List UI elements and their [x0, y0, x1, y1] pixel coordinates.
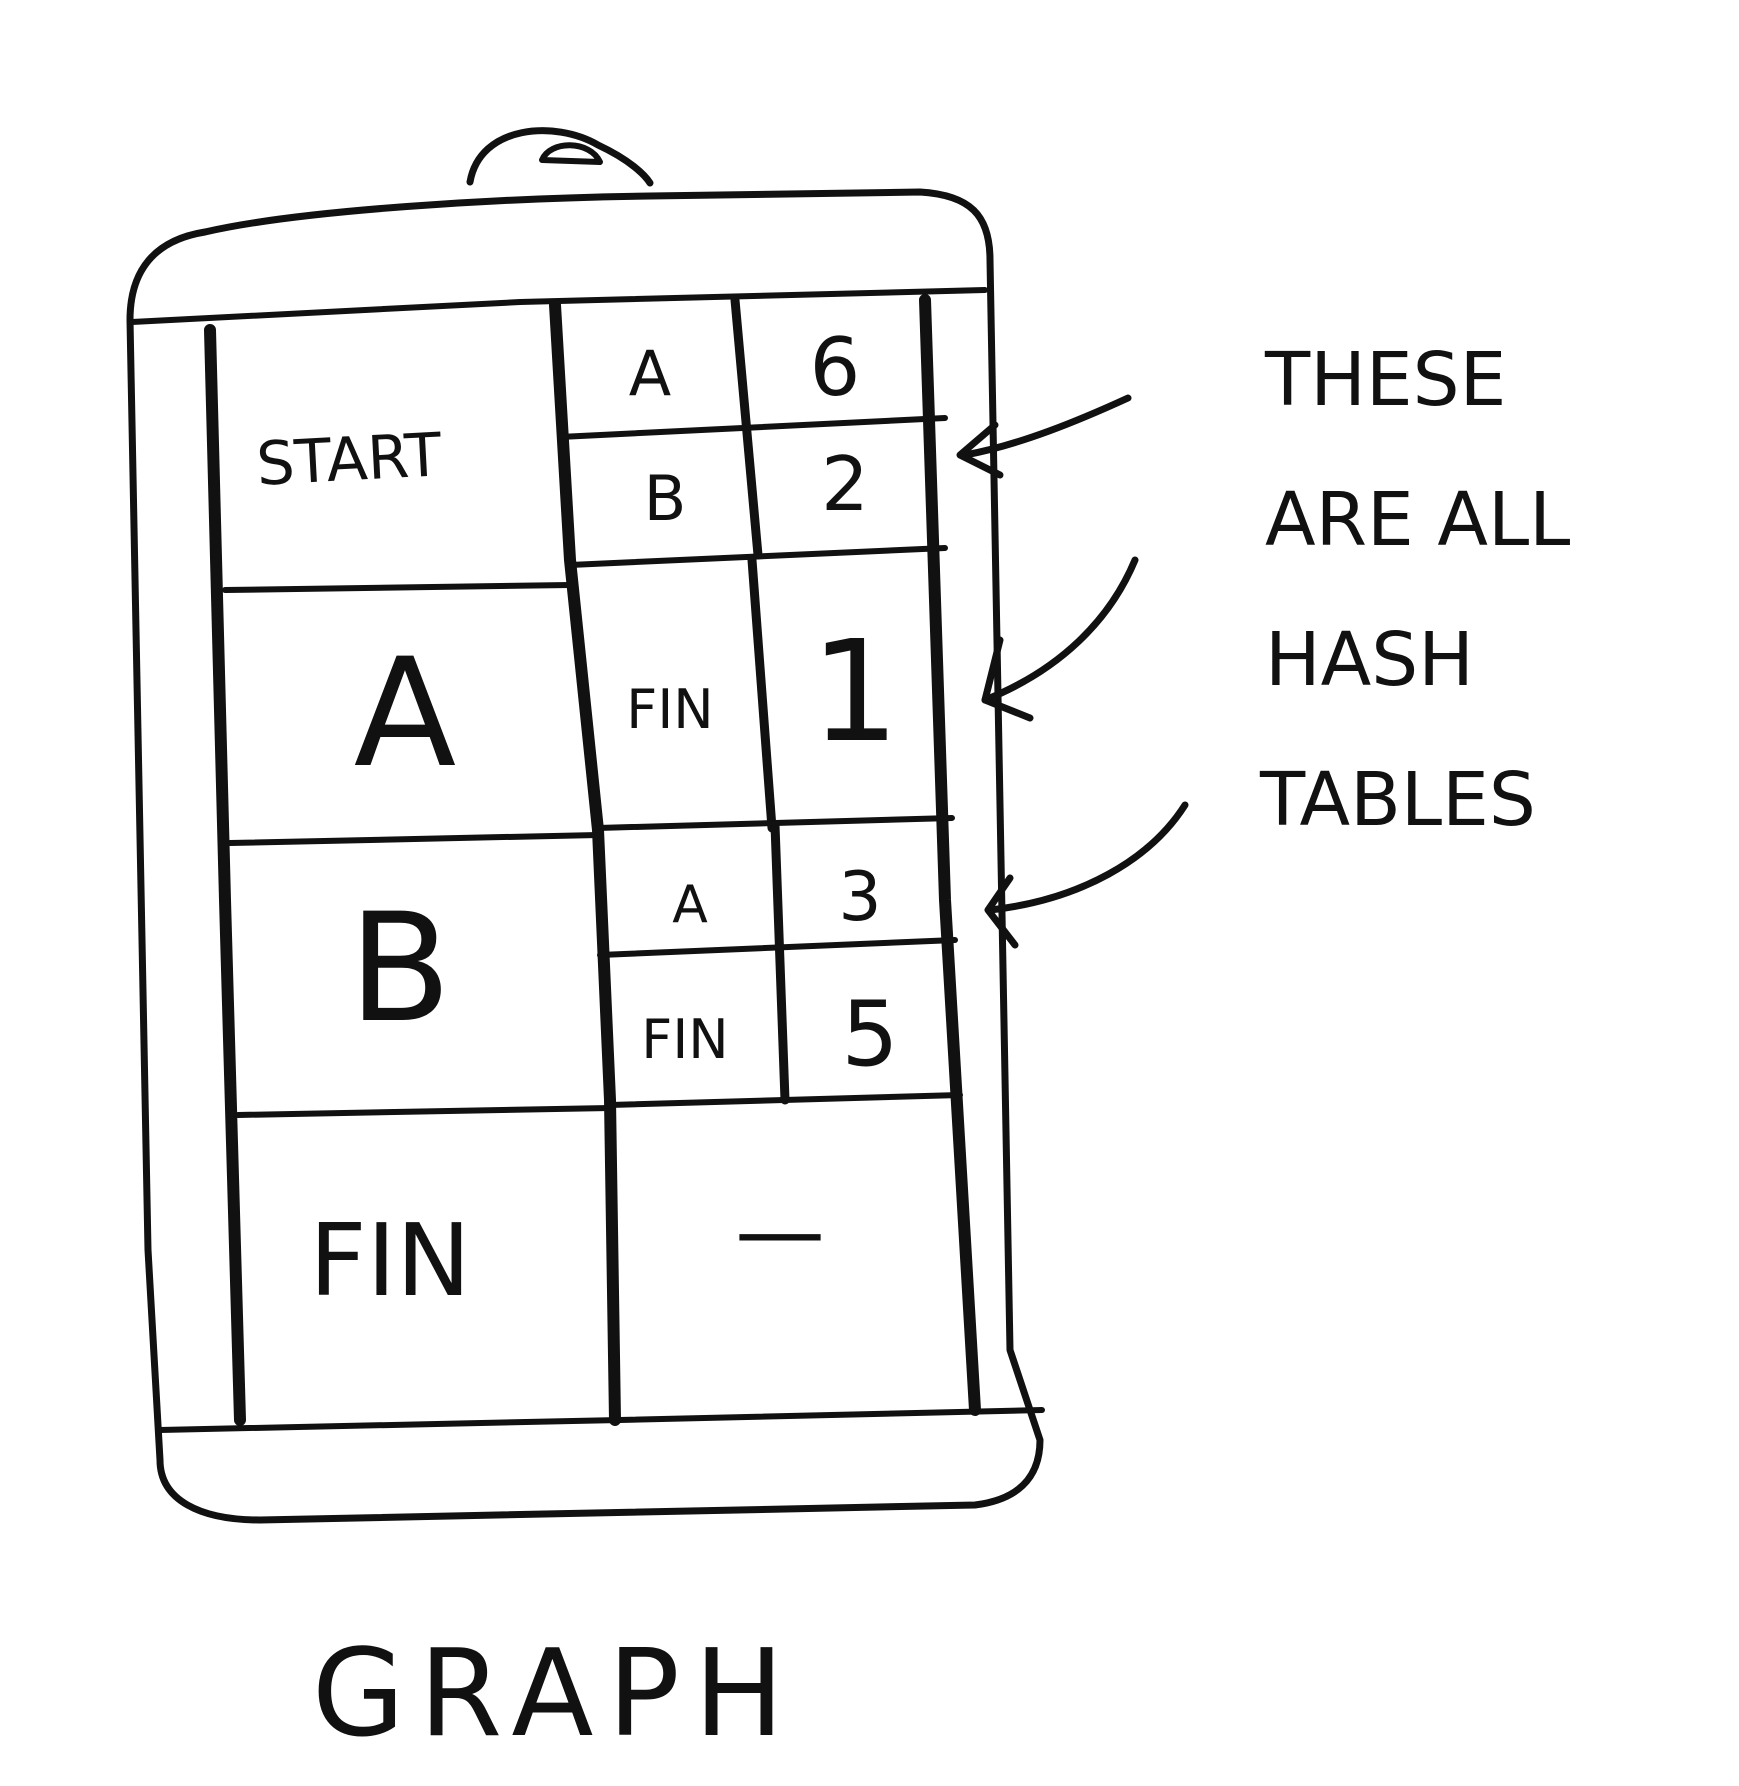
container-outline: [126, 188, 1044, 1524]
a-neighbors-table: [747, 555, 777, 833]
arrow-3: [984, 801, 1189, 949]
start-neighbor-cost-1: 6: [810, 321, 861, 414]
b-neighbor-node-2: FIN: [641, 1008, 728, 1071]
row-divider-2: [227, 832, 601, 846]
b-neighbor-cost-2: 5: [841, 982, 898, 1087]
row-key-start: START: [255, 420, 444, 500]
b-neighbor-cost-1: 3: [838, 858, 881, 937]
start-neighbor-cost-2: 2: [821, 440, 869, 528]
diagram-caption: GRAPH: [312, 1625, 798, 1764]
annotation-line-2: ARE ALL: [1265, 477, 1570, 563]
arrow-1: [956, 394, 1132, 479]
row-key-fin: FIN: [309, 1202, 471, 1319]
b-neighbors-table: [595, 815, 963, 1108]
start-neighbor-node-1: A: [629, 337, 671, 410]
row-divider-3: [235, 1105, 613, 1118]
b-neighbor-node-1: A: [672, 875, 708, 935]
arrow-2: [981, 556, 1139, 722]
annotation-line-1: THESE: [1264, 337, 1506, 423]
row-key-a: A: [354, 627, 457, 801]
bottom-shelf: [157, 1407, 1045, 1433]
row-divider-1: [222, 582, 573, 593]
handle-hole: [539, 142, 603, 165]
start-neighbor-node-2: B: [644, 462, 687, 535]
fin-empty-value: —: [735, 1179, 825, 1284]
container-handle: [466, 127, 654, 187]
a-neighbor-node-1: FIN: [626, 678, 713, 741]
start-neighbors-table: [557, 295, 948, 568]
annotation-line-3: HASH: [1265, 617, 1474, 703]
top-shelf: [129, 287, 988, 325]
annotation-line-4: TABLES: [1259, 757, 1536, 843]
a-neighbor-cost-1: 1: [810, 611, 899, 774]
annotation-text: THESE ARE ALL HASH TABLES: [1259, 337, 1570, 843]
left-wall: [204, 324, 246, 1426]
key-value-divider: [549, 299, 621, 1426]
row-key-b: B: [349, 882, 452, 1056]
right-wall: [919, 294, 981, 1416]
